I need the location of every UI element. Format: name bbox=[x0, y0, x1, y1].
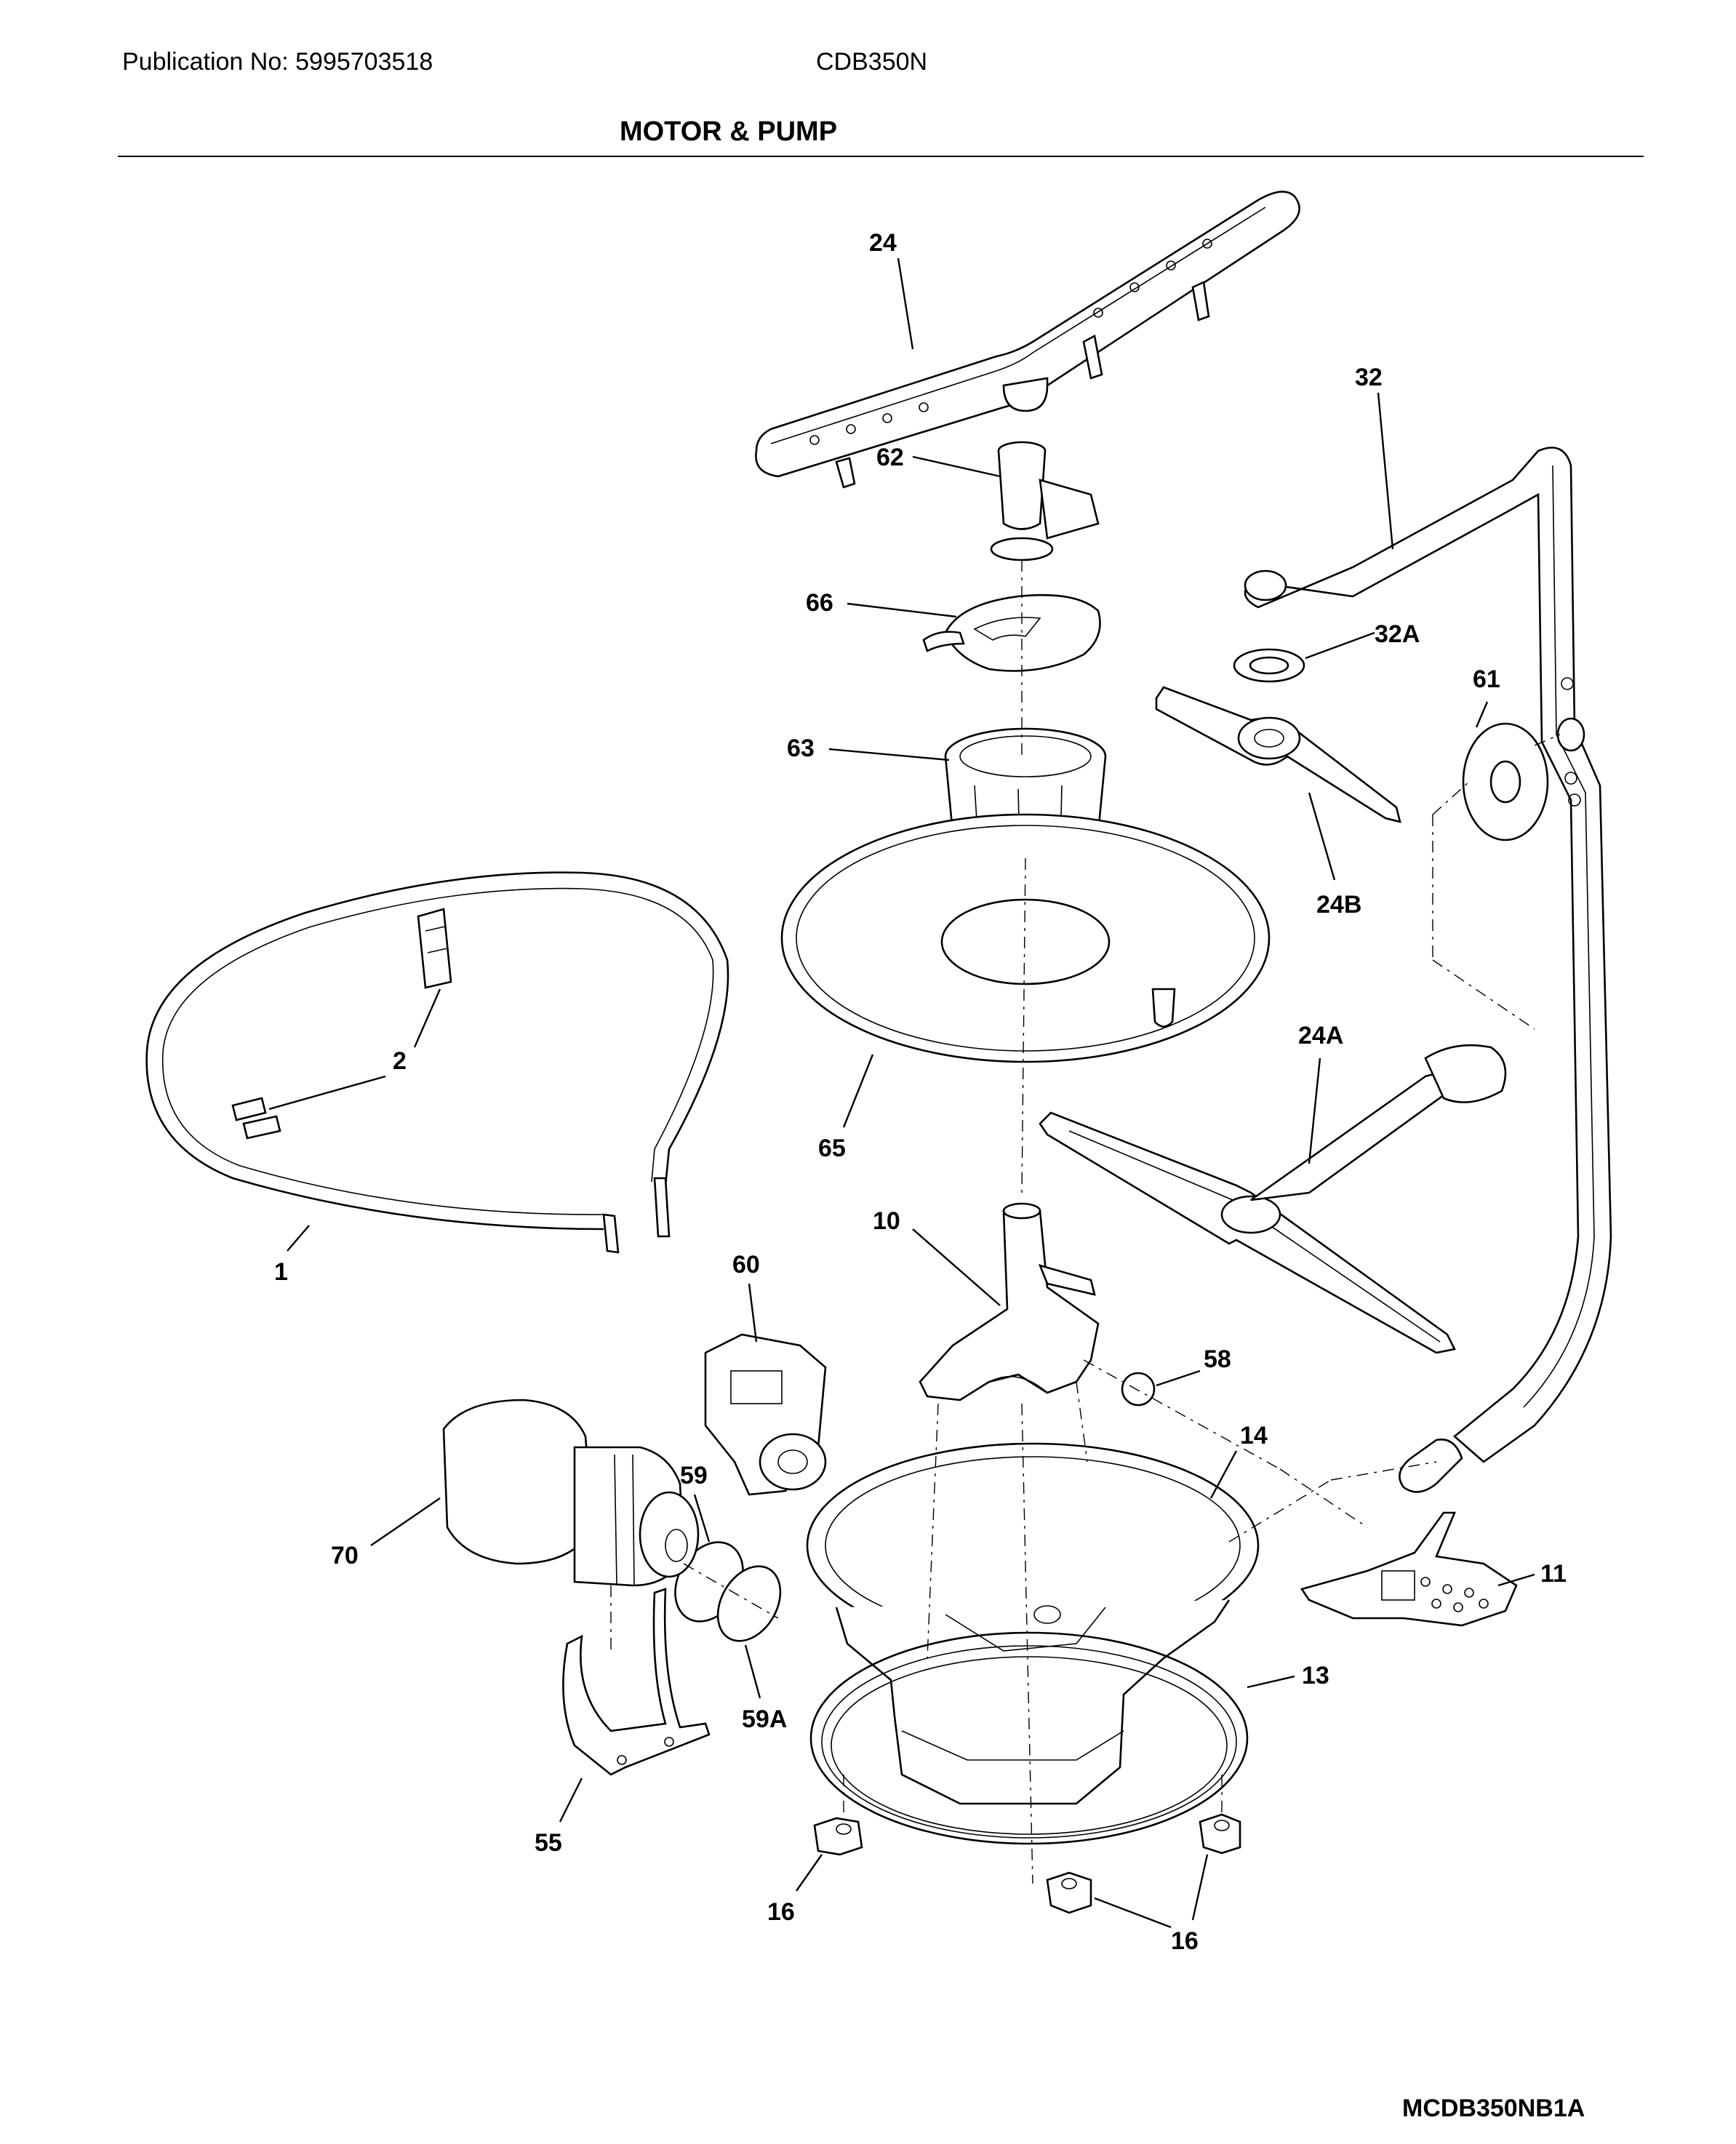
diverter-disc-part[interactable] bbox=[1462, 722, 1549, 841]
terminal-clips-part[interactable] bbox=[231, 908, 452, 1140]
callout-60[interactable]: 60 bbox=[732, 1251, 760, 1279]
callout-55[interactable]: 55 bbox=[535, 1829, 562, 1857]
sump-part[interactable] bbox=[806, 1442, 1260, 1805]
leader-24 bbox=[897, 257, 914, 350]
spray-arm-support-part[interactable] bbox=[990, 441, 1100, 561]
leader-14 bbox=[1209, 1450, 1238, 1499]
leader-16a bbox=[796, 1854, 823, 1892]
callout-59a[interactable]: 59A bbox=[742, 1705, 787, 1733]
callout-16-left[interactable]: 16 bbox=[767, 1898, 795, 1926]
leader-13 bbox=[1247, 1675, 1295, 1689]
leader-59a bbox=[744, 1644, 761, 1699]
leader-62 bbox=[912, 455, 1001, 478]
leader-2b bbox=[268, 1075, 386, 1111]
filter-part[interactable] bbox=[922, 593, 1101, 672]
callout-10[interactable]: 10 bbox=[873, 1207, 900, 1235]
leader-61 bbox=[1475, 701, 1489, 728]
leader-11 bbox=[1497, 1573, 1535, 1587]
sump-foot-left-part[interactable] bbox=[813, 1817, 863, 1856]
callout-24[interactable]: 24 bbox=[869, 229, 897, 257]
leader-2a bbox=[413, 988, 441, 1048]
leader-16b bbox=[1094, 1897, 1172, 1929]
leader-55 bbox=[559, 1777, 583, 1823]
sump-foot-center-part[interactable] bbox=[1046, 1871, 1092, 1914]
callout-16-right[interactable]: 16 bbox=[1171, 1927, 1199, 1955]
callout-62[interactable]: 62 bbox=[876, 444, 904, 471]
circulation-motor-part[interactable] bbox=[442, 1399, 700, 1587]
sump-gasket-part[interactable] bbox=[809, 1631, 1249, 1845]
callout-1[interactable]: 1 bbox=[274, 1258, 288, 1286]
callout-70[interactable]: 70 bbox=[331, 1542, 359, 1569]
supply-tube-part[interactable] bbox=[1244, 447, 1612, 1493]
assembly-centerlines bbox=[610, 560, 1561, 1884]
filter-plate-part[interactable] bbox=[780, 813, 1271, 1063]
callout-2[interactable]: 2 bbox=[393, 1047, 407, 1075]
leader-1 bbox=[287, 1225, 310, 1252]
motor-seal-59a-part[interactable] bbox=[705, 1555, 793, 1652]
callout-24b[interactable]: 24B bbox=[1316, 891, 1361, 919]
callout-63[interactable]: 63 bbox=[787, 735, 815, 762]
upper-spray-arm-part[interactable] bbox=[755, 191, 1300, 489]
check-ball-part[interactable] bbox=[1121, 1372, 1156, 1407]
callout-66[interactable]: 66 bbox=[806, 589, 833, 617]
callout-32[interactable]: 32 bbox=[1355, 364, 1383, 391]
callout-58[interactable]: 58 bbox=[1204, 1345, 1231, 1373]
leader-58 bbox=[1156, 1369, 1201, 1387]
drain-pump-part[interactable] bbox=[704, 1333, 827, 1496]
callout-65[interactable]: 65 bbox=[818, 1135, 846, 1162]
leader-24b bbox=[1308, 792, 1336, 881]
leader-66 bbox=[847, 602, 957, 618]
callout-32a[interactable]: 32A bbox=[1375, 620, 1420, 648]
sump-foot-right-part[interactable] bbox=[1199, 1813, 1241, 1855]
leader-10 bbox=[912, 1228, 1001, 1306]
sensor-bracket-part[interactable] bbox=[1300, 1511, 1518, 1627]
pump-housing-part[interactable] bbox=[919, 1202, 1100, 1401]
callout-61[interactable]: 61 bbox=[1473, 665, 1500, 693]
leader-63 bbox=[828, 748, 950, 761]
model-number: CDB350N bbox=[816, 48, 928, 76]
callout-14[interactable]: 14 bbox=[1240, 1422, 1268, 1449]
header-rule bbox=[118, 156, 1644, 157]
leader-24a bbox=[1308, 1057, 1321, 1164]
diagram-code: MCDB350NB1A bbox=[1402, 2095, 1585, 2122]
leader-65 bbox=[842, 1054, 874, 1128]
leader-59 bbox=[693, 1494, 711, 1543]
leader-70 bbox=[370, 1497, 441, 1546]
heating-element-part[interactable] bbox=[145, 871, 729, 1254]
callout-59[interactable]: 59 bbox=[680, 1462, 708, 1489]
leader-32a bbox=[1305, 631, 1375, 660]
leader-60 bbox=[748, 1283, 758, 1343]
lower-spray-arm-part[interactable] bbox=[1039, 1044, 1507, 1354]
callout-11[interactable]: 11 bbox=[1540, 1560, 1567, 1588]
motor-bracket-part[interactable] bbox=[562, 1588, 711, 1776]
middle-spray-arm-part[interactable] bbox=[1155, 686, 1401, 823]
publication-number: Publication No: 5995703518 bbox=[122, 48, 433, 76]
page-title: MOTOR & PUMP bbox=[619, 116, 838, 147]
leader-16c bbox=[1191, 1854, 1209, 1921]
leader-32 bbox=[1377, 392, 1394, 550]
callout-13[interactable]: 13 bbox=[1302, 1662, 1329, 1689]
callout-24a[interactable]: 24A bbox=[1298, 1022, 1343, 1049]
seal-ring-part[interactable] bbox=[1233, 648, 1305, 683]
